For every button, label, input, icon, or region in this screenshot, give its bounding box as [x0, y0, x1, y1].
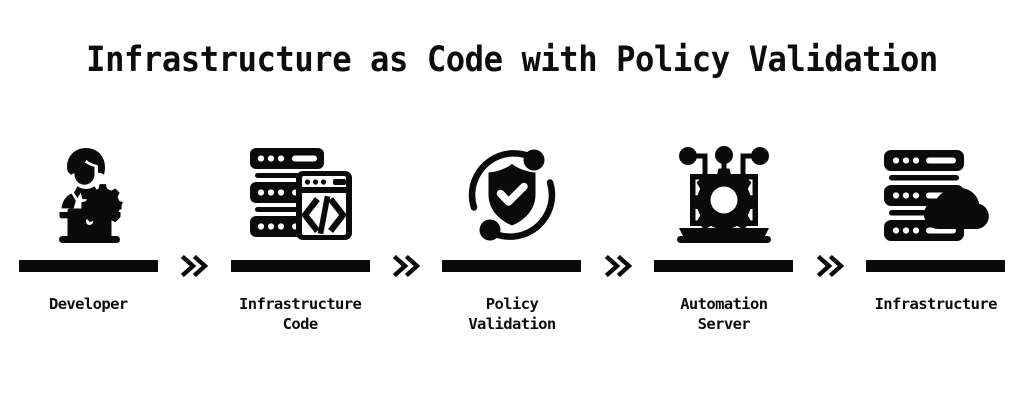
- flow-separator-2: [388, 140, 423, 279]
- double-chevron-right-icon: [180, 253, 209, 279]
- page-title: Infrastructure as Code with Policy Valid…: [86, 40, 938, 80]
- step-underline-bar: [442, 260, 582, 272]
- flow-step-infrastructure-code[interactable]: Infrastructure Code: [212, 140, 389, 334]
- laptop-gear-nodes-icon: [664, 140, 784, 250]
- flow-step-label: Automation Server: [680, 295, 768, 333]
- shield-check-orbit-icon: [452, 140, 572, 250]
- flow-step-policy-validation[interactable]: Policy Validation: [424, 140, 601, 334]
- step-underline-bar: [866, 260, 1006, 272]
- flow-step-label: Infrastructure Code: [239, 295, 362, 333]
- flow-step-label: Infrastructure: [874, 295, 998, 313]
- flow-step-automation-server[interactable]: Automation Server: [636, 140, 813, 334]
- flow-separator-3: [600, 140, 635, 279]
- process-flow: Developer: [0, 140, 1024, 340]
- server-code-window-icon: [240, 140, 360, 250]
- double-chevron-right-icon: [392, 253, 421, 279]
- flow-step-label: Developer: [48, 295, 128, 313]
- step-underline-bar: [230, 260, 370, 272]
- flow-step-infrastructure[interactable]: Infrastructure: [847, 140, 1024, 314]
- flow-separator-1: [177, 140, 212, 279]
- step-underline-bar: [654, 260, 794, 272]
- double-chevron-right-icon: [816, 253, 844, 279]
- flow-step-developer[interactable]: Developer: [0, 140, 177, 314]
- double-chevron-right-icon: [604, 253, 632, 279]
- server-cloud-icon: [876, 140, 996, 250]
- step-underline-bar: [18, 260, 158, 272]
- flow-separator-4: [812, 140, 847, 279]
- developer-laptop-gear-icon: [28, 140, 148, 250]
- flow-step-label: Policy Validation: [468, 295, 556, 333]
